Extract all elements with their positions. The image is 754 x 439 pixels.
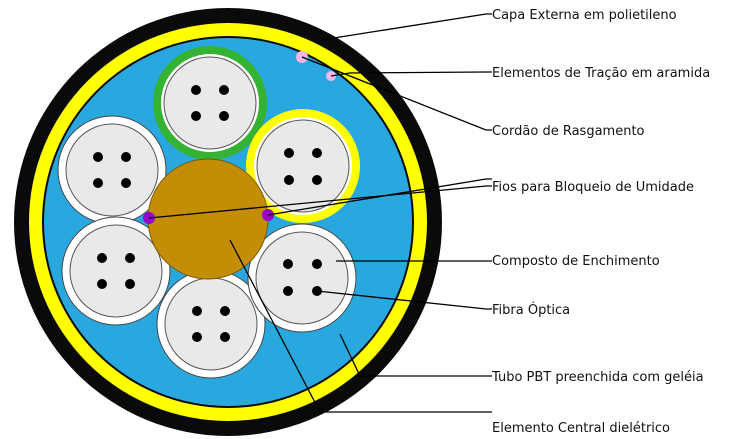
tube-white-upper-left <box>57 115 167 225</box>
optical-fiber <box>191 85 201 95</box>
optical-fiber <box>312 148 322 158</box>
optical-fiber <box>312 175 322 185</box>
optical-fiber <box>283 286 293 296</box>
tube-green <box>153 46 267 160</box>
optical-fiber <box>192 306 202 316</box>
tube-white-lower-right <box>247 223 357 333</box>
optical-fiber <box>284 175 294 185</box>
label-pbt-tube: Tubo PBT preenchida com geléia <box>491 370 704 385</box>
tube-white-lower-left <box>61 216 171 326</box>
label-filling-compound: Composto de Enchimento <box>492 254 660 269</box>
leader-lines <box>148 13 492 413</box>
optical-fiber <box>284 148 294 158</box>
leader-yarn-left <box>148 185 492 219</box>
optical-fiber <box>97 279 107 289</box>
label-rip-cord: Cordão de Rasgamento <box>492 124 645 139</box>
optical-fiber <box>219 85 229 95</box>
label-central-member: Elemento Central dielétrico <box>492 421 670 436</box>
optical-fiber <box>220 306 230 316</box>
optical-fiber <box>220 332 230 342</box>
optical-fiber <box>125 279 135 289</box>
optical-fiber <box>93 178 103 188</box>
leader-pbt-tube <box>339 333 492 377</box>
label-tension-elements: Elementos de Tração em aramida <box>492 66 710 81</box>
label-water-block-yarns: Fios para Bloqueio de Umidade <box>492 180 694 195</box>
central-member <box>147 158 269 280</box>
optical-fiber <box>219 111 229 121</box>
optical-fiber <box>121 178 131 188</box>
tube-yellow <box>246 109 360 223</box>
leader-central <box>229 239 492 413</box>
optical-fiber <box>121 152 131 162</box>
optical-fiber <box>312 259 322 269</box>
optical-fiber <box>125 253 135 263</box>
leader-outer-sheath <box>320 13 492 41</box>
optical-fiber <box>192 332 202 342</box>
optical-fiber <box>283 259 293 269</box>
optical-fiber <box>191 111 201 121</box>
tube-white-bottom <box>156 269 266 379</box>
label-optical-fiber: Fibra Óptica <box>492 302 570 318</box>
leader-tension <box>330 71 492 77</box>
optical-fiber <box>97 253 107 263</box>
leader-yarn-right <box>267 178 492 216</box>
leader-fiber <box>316 290 492 310</box>
label-outer-sheath: Capa Externa em polietileno <box>492 8 677 23</box>
optical-fiber <box>93 152 103 162</box>
leader-rip-cord <box>301 56 492 131</box>
